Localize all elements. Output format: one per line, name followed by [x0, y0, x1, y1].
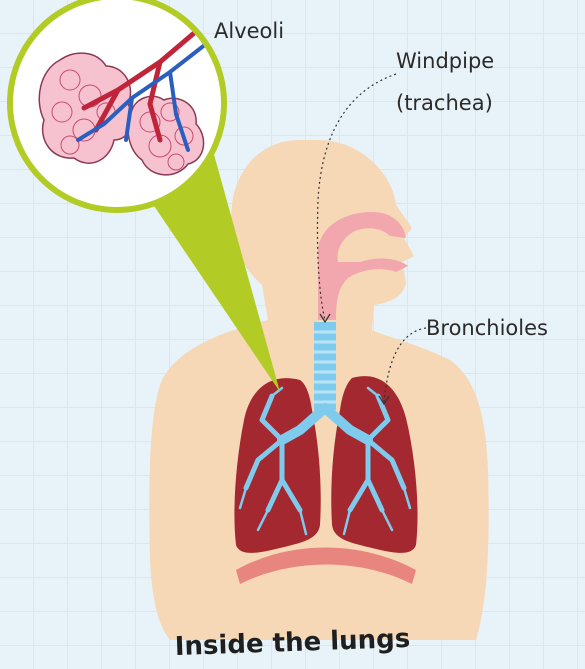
trachea-label: (trachea) — [396, 90, 493, 116]
windpipe-trachea — [314, 322, 336, 410]
alveoli-label: Alveoli — [214, 18, 284, 44]
bronchioles-label: Bronchioles — [426, 315, 548, 341]
windpipe-label: Windpipe — [396, 48, 494, 74]
